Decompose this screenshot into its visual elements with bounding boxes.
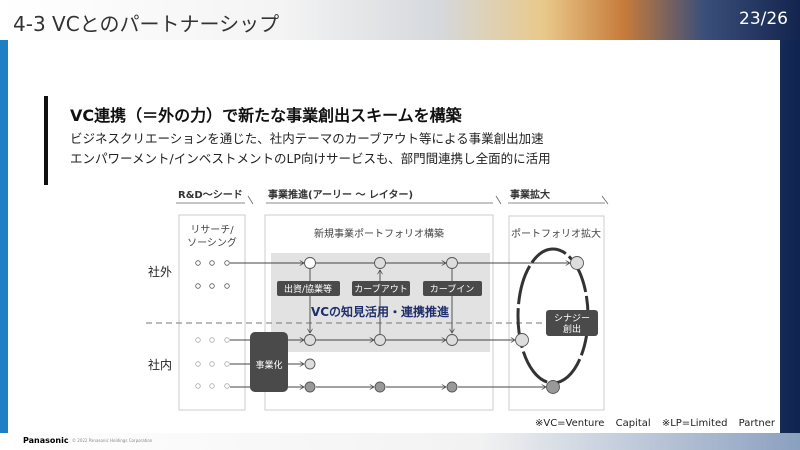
footnote: ※VC=Venture Capital ※LP=Limited Partner xyxy=(534,418,775,429)
phase-underline xyxy=(508,195,609,205)
heading: VC連携（＝外の力）で新たな事業創出スキームを構築 xyxy=(70,106,462,125)
footer xyxy=(0,433,800,450)
portfolio-expand-box xyxy=(508,215,605,411)
slide-body xyxy=(8,40,780,433)
tag-carve-in: カーブイン xyxy=(430,283,474,295)
box-label: リサーチ/ xyxy=(190,224,234,236)
accent-stripe xyxy=(0,40,8,433)
tags xyxy=(277,281,482,296)
tag-investment: 出資/協業等 xyxy=(284,283,332,295)
commercialize-label: 事業化 xyxy=(255,359,282,371)
seed-dots xyxy=(195,260,230,289)
box-label: ポートフォリオ拡大 xyxy=(511,227,601,240)
phase-expand: 事業拡大 xyxy=(510,188,550,201)
slide-title: 4-3 VCとのパートナーシップ xyxy=(13,12,280,36)
panasonic-logo: Panasonic xyxy=(23,436,69,445)
stage-nodes xyxy=(304,257,458,393)
tag-carve-out: カーブアウト xyxy=(354,283,407,295)
synergy-label: 創出 xyxy=(563,323,581,335)
row-inside: 社内 xyxy=(148,357,172,372)
phase-growth: 事業推進(アーリー ～ レイター) xyxy=(268,188,413,201)
copyright: © 2022 Panasonic Holdings Corporation xyxy=(72,438,153,443)
box-label: ソーシング xyxy=(187,236,237,249)
research-box xyxy=(178,214,246,411)
vc-knowledge-label: VCの知見活用・連携推進 xyxy=(311,304,450,319)
portfolio-build-box xyxy=(264,214,494,411)
phase-rd: R&D～シード xyxy=(178,189,243,201)
phase-underline xyxy=(266,195,502,205)
seed-dots-inside xyxy=(195,337,230,389)
row-outside: 社外 xyxy=(148,264,172,279)
commercialize-box xyxy=(250,332,288,392)
expansion-nodes xyxy=(515,256,584,394)
body-line-2: エンパワーメント/インベストメントのLP向けサービスも、部門間連携し全面的に活用 xyxy=(70,151,551,166)
phase-underline xyxy=(176,195,254,205)
body-line-1: ビジネスクリエーションを通じた、社内テーマのカーブアウト等による事業創出加速 xyxy=(70,131,544,146)
title-bar xyxy=(0,0,800,40)
synergy-label: シナジー xyxy=(554,313,590,324)
heading-bar xyxy=(44,96,48,185)
box-label: 新規事業ポートフォリオ構築 xyxy=(314,227,444,240)
synergy-box xyxy=(546,310,598,336)
page-number: 23/26 xyxy=(739,9,788,29)
